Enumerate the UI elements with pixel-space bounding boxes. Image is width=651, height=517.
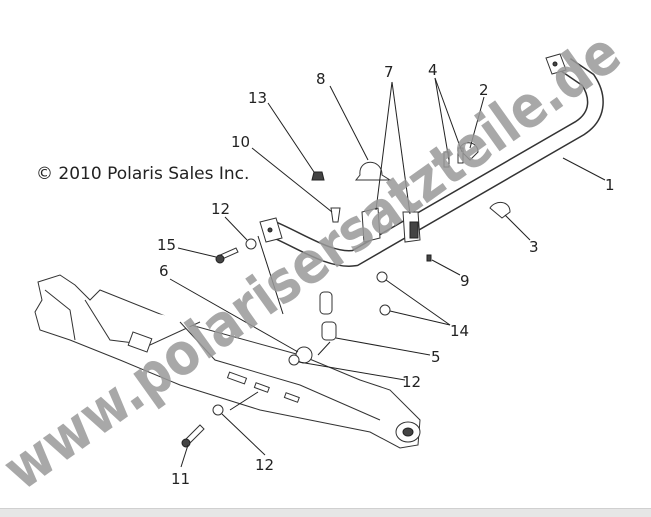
bottom-divider: [0, 508, 651, 517]
callout-5: 5: [431, 348, 441, 366]
leader-lines: [169, 77, 606, 468]
clamp-8: [354, 161, 392, 181]
callout-7: 7: [384, 63, 394, 81]
callout-12-middle: 12: [402, 373, 421, 391]
callout-4: 4: [428, 61, 438, 79]
bushing-2: [459, 142, 479, 161]
callout-6: 6: [159, 262, 169, 280]
nut-14a: [376, 271, 388, 283]
trailing-arm: [34, 274, 421, 449]
callout-1: 1: [605, 176, 615, 194]
link-5b: [321, 321, 337, 341]
washer-12c: [212, 404, 224, 416]
callout-8: 8: [316, 70, 326, 88]
bushing-7a: [361, 207, 381, 243]
fitting-9: [426, 254, 432, 262]
washer-12b: [288, 354, 300, 366]
callout-13: 13: [248, 89, 267, 107]
callout-11: 11: [171, 470, 190, 488]
callout-10: 10: [231, 133, 250, 151]
callout-9: 9: [460, 272, 470, 290]
nut-14b: [379, 304, 391, 316]
link-5a: [319, 291, 333, 315]
bolt-10: [330, 207, 341, 223]
callout-12-bottom: 12: [255, 456, 274, 474]
callout-15: 15: [157, 236, 176, 254]
stabilizer-bar: [259, 53, 604, 267]
bushing-3: [489, 202, 511, 219]
nut-13: [311, 171, 325, 181]
washer-12a: [245, 238, 257, 250]
watermark-text: www.polarisersatzteile.de: [0, 18, 633, 503]
callout-labels: 1 2 3 4 5 6 7 8 9 10 11 12 12 12 13 14 1…: [157, 61, 615, 488]
copyright-text: © 2010 Polaris Sales Inc.: [36, 164, 249, 184]
callout-3: 3: [529, 238, 539, 256]
callout-14: 14: [450, 322, 469, 340]
callout-12-top: 12: [211, 200, 230, 218]
callout-2: 2: [479, 81, 489, 99]
small-parts: [181, 142, 511, 448]
